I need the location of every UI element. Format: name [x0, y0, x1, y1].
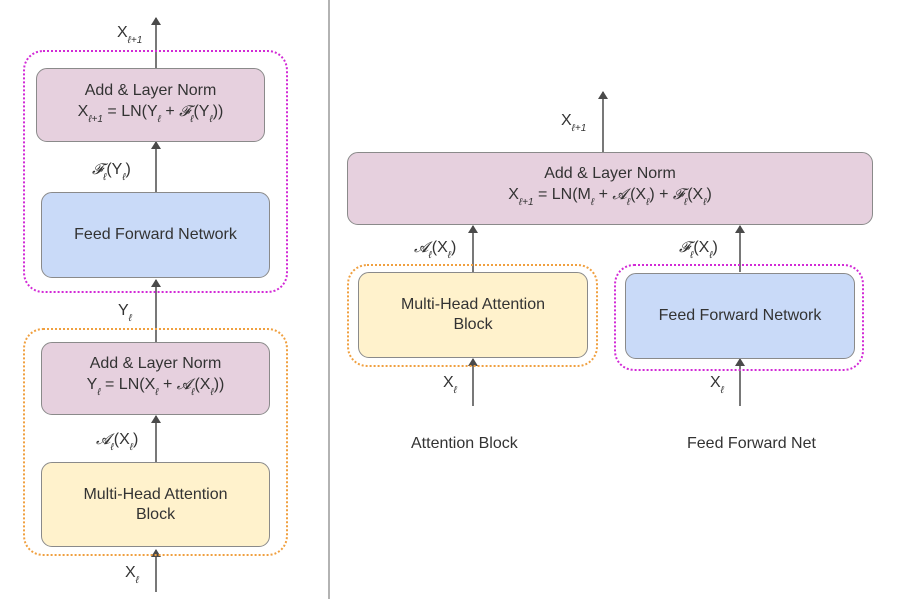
- left-add-norm-2-title: Add & Layer Norm: [84, 81, 217, 99]
- ffn-sublayer-group: [23, 50, 288, 293]
- left-mid-label: Yℓ: [118, 302, 132, 324]
- right-output-label: Xℓ+1: [561, 112, 587, 134]
- left-ffn-label: Feed Forward Network: [74, 226, 237, 243]
- left-attn-line1: Multi-Head Attention: [83, 485, 228, 503]
- left-multi-head-attention: Multi-Head Attention Block: [41, 462, 270, 547]
- right-ffn-output-label: 𝓕ℓ(Xℓ): [679, 238, 718, 261]
- right-ffn-input-label: Xℓ: [710, 374, 724, 396]
- left-add-norm-1-title: Add & Layer Norm: [89, 355, 222, 372]
- left-ffn-output-label: 𝓕ℓ(Yℓ): [92, 160, 131, 183]
- right-ffn-group: [614, 264, 864, 371]
- right-add-norm-title: Add & Layer Norm: [544, 165, 676, 182]
- right-add-norm-equation: Xℓ+1 = LN(Mℓ + 𝓐ℓ(Xℓ) + 𝓕ℓ(Xℓ): [508, 185, 712, 208]
- right-multi-head-attention: Multi-Head Attention Block: [358, 272, 588, 358]
- left-add-norm-2-equation: Xℓ+1 = LN(Yℓ + 𝓕ℓ(Yℓ)): [77, 101, 224, 125]
- left-attn-output-label: 𝓐ℓ(Xℓ): [96, 430, 139, 453]
- left-add-norm-1-equation: Yℓ = LN(Xℓ + 𝓐ℓ(Xℓ)): [86, 375, 225, 398]
- caption-attention-block: Attention Block: [411, 435, 518, 452]
- left-add-norm-1: Add & Layer Norm Yℓ = LN(Xℓ + 𝓐ℓ(Xℓ)): [41, 342, 270, 415]
- right-attn-line2: Block: [453, 316, 493, 333]
- right-attn-line1: Multi-Head Attention: [400, 296, 546, 313]
- right-attn-output-label: 𝓐ℓ(Xℓ): [414, 238, 457, 261]
- attention-sublayer-group: [23, 328, 288, 556]
- right-attn-input-label: Xℓ: [443, 374, 457, 396]
- right-feed-forward-network: Feed Forward Network: [625, 273, 855, 359]
- left-attn-line2: Block: [135, 505, 176, 523]
- right-ffn-label: Feed Forward Network: [658, 307, 822, 324]
- left-output-label: Xℓ+1: [117, 24, 143, 46]
- caption-feed-forward-net: Feed Forward Net: [687, 435, 816, 452]
- left-add-norm-2: Add & Layer Norm Xℓ+1 = LN(Yℓ + 𝓕ℓ(Yℓ)): [36, 68, 265, 142]
- left-input-label: Xℓ: [125, 564, 139, 586]
- right-add-norm: Add & Layer Norm Xℓ+1 = LN(Mℓ + 𝓐ℓ(Xℓ) +…: [347, 152, 873, 225]
- left-feed-forward-network: Feed Forward Network: [41, 192, 270, 278]
- right-attention-group: [347, 264, 598, 367]
